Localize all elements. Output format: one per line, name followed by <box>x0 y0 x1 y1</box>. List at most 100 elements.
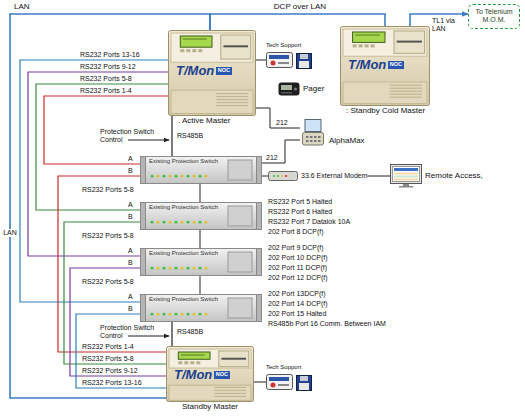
vent-line <box>214 387 246 388</box>
port-status-label: RS485b Port 16 Comm. Between IAM <box>268 320 386 328</box>
status-led <box>199 221 202 224</box>
device-button <box>186 49 190 52</box>
input-letter: A <box>128 155 133 163</box>
device-button <box>192 49 196 52</box>
drive-bay <box>394 31 425 53</box>
port-group-label: RS232 Ports 13-16 <box>82 379 142 387</box>
status-led <box>163 175 166 178</box>
line-label: RS485B <box>177 132 203 140</box>
rack-ear <box>257 295 262 322</box>
logo-text: T/Mon <box>348 58 386 71</box>
lcd-screen <box>178 352 210 359</box>
protection-switch: Existing Protection Switch <box>140 156 262 184</box>
rack-ear <box>257 249 262 276</box>
device-button <box>178 361 182 364</box>
port-group-label: RS232 Ports 9-12 <box>82 367 138 375</box>
input-letter: A <box>128 201 133 209</box>
status-led <box>175 221 178 224</box>
floppy-shutter <box>300 376 308 381</box>
alpha-screen <box>305 120 321 132</box>
device-label: Tech Support <box>266 42 301 49</box>
connector-line <box>171 322 172 346</box>
connector-line <box>262 140 300 163</box>
monitor-screen <box>393 167 420 182</box>
line-label: 212 <box>266 154 278 162</box>
tech-line <box>278 384 289 386</box>
floppy-disk <box>297 53 312 68</box>
logo-text: T/Mon <box>174 368 212 381</box>
master-unit: T/MonNOC: Standby Cold Master <box>340 26 430 106</box>
vent-line <box>390 88 423 89</box>
tech-line <box>278 62 289 64</box>
vent-line <box>390 97 423 98</box>
alpha-key <box>318 140 321 142</box>
port-group-label: RS232 Ports 5-8 <box>82 186 134 194</box>
status-led <box>193 267 196 270</box>
logo-badge: NOC <box>216 67 231 75</box>
modem-icon: 33.6 External Modem <box>268 170 368 182</box>
rack-ear <box>141 295 146 322</box>
port-group-label: RS232 Ports 1-4 <box>80 87 132 95</box>
vent-line <box>214 393 246 394</box>
status-led <box>169 313 172 316</box>
pager-icon: Pager <box>278 82 324 96</box>
status-led <box>181 175 184 178</box>
tech-card <box>267 374 293 389</box>
input-letter: A <box>128 293 133 301</box>
alpha-key <box>314 136 317 138</box>
device-button <box>198 49 202 52</box>
tech-dot <box>271 382 276 387</box>
status-led <box>169 267 172 270</box>
switch-label: Existing Protection Switch <box>149 204 218 211</box>
drive-bay <box>221 35 251 59</box>
connector-line <box>36 84 168 210</box>
connector-line <box>368 176 390 177</box>
status-led <box>199 313 202 316</box>
status-led <box>181 221 184 224</box>
modem-led <box>281 175 283 177</box>
port-status-label: RS232 Port 6 Halted <box>268 208 332 216</box>
logo-badge: NOC <box>214 371 229 379</box>
status-led <box>163 221 166 224</box>
port-group-label: RS232 Ports 9-12 <box>80 63 136 71</box>
switch-panel <box>228 298 252 318</box>
protection-switch: Existing Protection Switch <box>140 248 262 276</box>
status-led <box>151 267 154 270</box>
switch-body <box>141 295 262 322</box>
pager-drawing <box>278 82 300 96</box>
vent-line <box>216 93 248 94</box>
floppy-disk <box>297 375 312 390</box>
monitor-frame <box>391 165 422 184</box>
floppy-shutter <box>300 54 308 59</box>
input-letter: B <box>128 167 133 175</box>
switch-label: Existing Protection Switch <box>149 296 218 303</box>
connector-line <box>70 268 166 376</box>
status-led <box>193 175 196 178</box>
protection-switch: Existing Protection Switch <box>140 202 262 230</box>
status-led <box>157 221 160 224</box>
line-label: TL1 via LAN <box>432 17 468 32</box>
modem-led <box>273 175 275 177</box>
line-label: 212 <box>276 119 288 127</box>
vent-line <box>216 99 248 100</box>
pager-body <box>279 83 300 96</box>
status-led <box>187 267 190 270</box>
device-panel <box>171 33 253 62</box>
drive-slot <box>397 41 422 43</box>
vent-line <box>390 85 423 86</box>
device-label: Pager <box>303 85 324 94</box>
status-led <box>157 175 160 178</box>
modem-led <box>277 175 279 177</box>
screen-row <box>394 176 418 178</box>
drive-slot <box>221 358 246 360</box>
remote-access-icon: Remote Access, <box>390 164 483 188</box>
network-label: LAN <box>14 3 30 12</box>
protection-switch: Existing Protection Switch <box>140 294 262 322</box>
status-led <box>205 221 208 224</box>
pager-button <box>294 87 297 90</box>
status-led <box>169 221 172 224</box>
connector-line <box>199 276 201 294</box>
line-label: LAN <box>2 229 18 237</box>
port-group-label: RS232 Ports 5-8 <box>82 278 134 286</box>
